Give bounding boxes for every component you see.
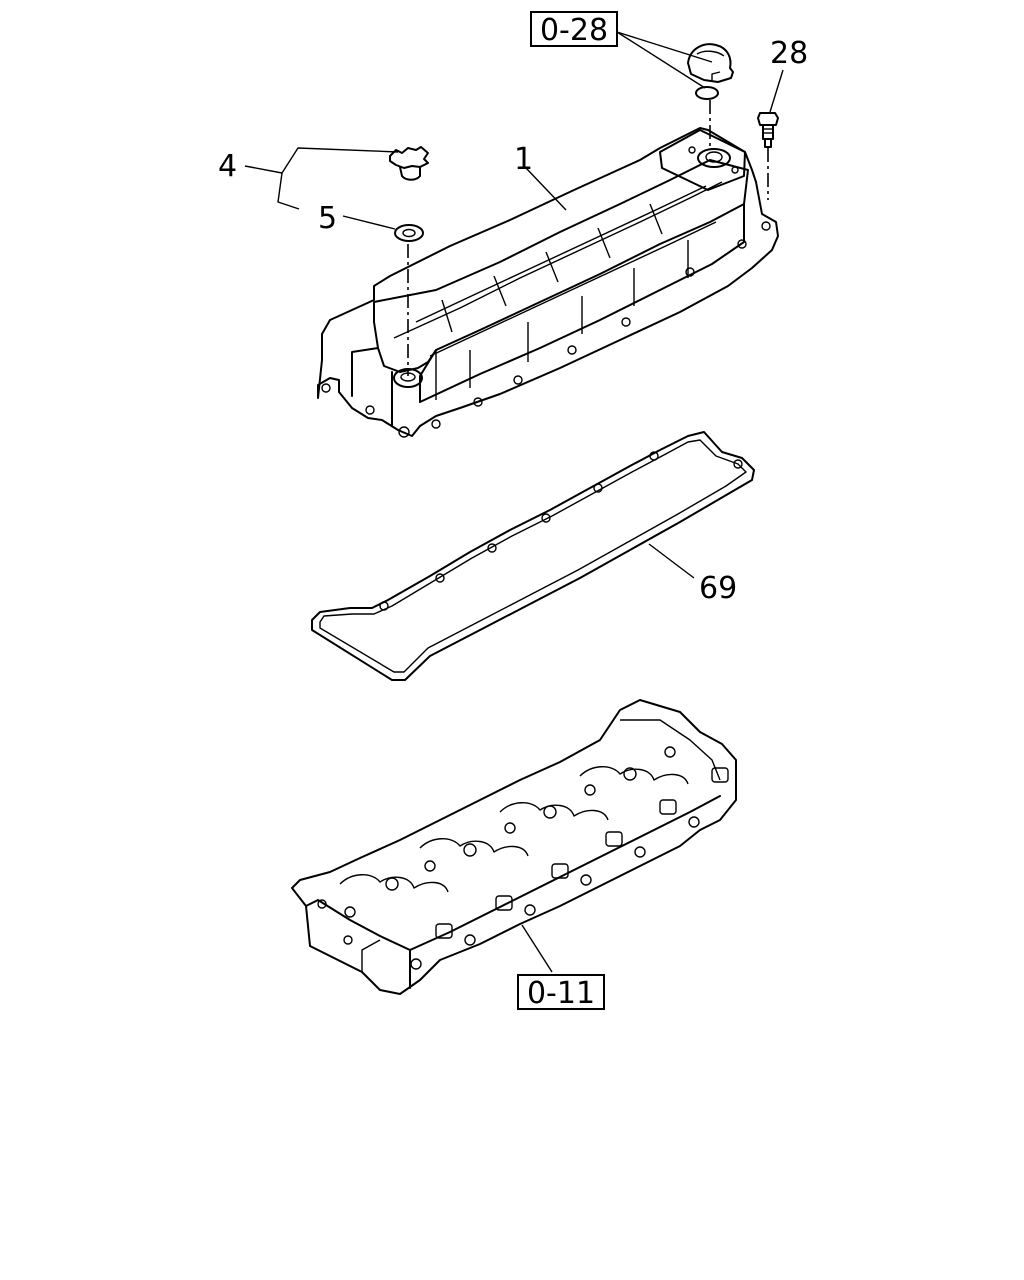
washer-5 [394,224,424,242]
callout-ref-0-11[interactable]: 0-11 [517,974,605,1011]
gasket-69 [311,431,755,681]
breather-cap [687,43,734,100]
callout-part-4[interactable]: 4 [218,149,237,184]
callout-part-69[interactable]: 69 [699,571,737,606]
callout-ref-0-28[interactable]: 0-28 [530,11,618,48]
callout-ref-0-11-label: 0-11 [527,976,595,1011]
callout-part-5[interactable]: 5 [318,201,337,236]
callout-part-28[interactable]: 28 [770,36,808,71]
cylinder-head [291,699,737,995]
callout-ref-0-28-label: 0-28 [540,13,608,48]
leader-lines [244,31,784,973]
callout-part-1[interactable]: 1 [514,142,533,177]
oil-filler-cap [389,146,429,181]
bolt-28 [757,112,779,148]
head-cover-1 [317,127,779,438]
assembly-axes [407,100,769,376]
